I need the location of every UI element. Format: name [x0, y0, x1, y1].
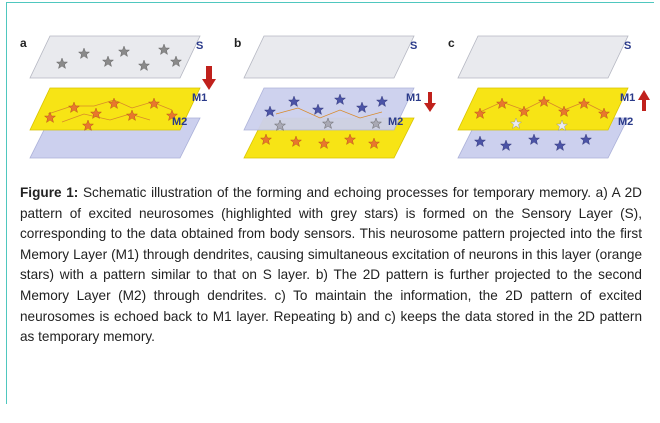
panel-letter-b: b	[234, 36, 242, 50]
layer-label-m1: M1	[192, 92, 208, 104]
panel-letter-c: c	[448, 36, 455, 50]
figure-caption: Figure 1: Schematic illustration of the …	[20, 183, 642, 348]
layer-label-m2: M2	[172, 116, 188, 128]
panel-c-diagram	[457, 35, 650, 159]
caption-label: Figure 1:	[20, 185, 79, 200]
layer-label-s: S	[410, 40, 418, 52]
layer-label-m1: M1	[620, 92, 636, 104]
blue-stars	[473, 133, 593, 151]
panel-c: c S M1	[448, 22, 660, 182]
layer-label-s: S	[624, 40, 632, 52]
orange-stars	[43, 97, 179, 131]
layer-label-s: S	[196, 40, 204, 52]
grey-stars	[273, 117, 383, 131]
blue-stars	[263, 93, 389, 117]
panel-letter-a: a	[20, 36, 27, 50]
layer-label-m2: M2	[388, 116, 404, 128]
layer-label-m1: M1	[406, 92, 422, 104]
grey-stars	[55, 43, 183, 71]
caption-text: Schematic illustration of the forming an…	[20, 185, 643, 345]
panel-b-diagram	[243, 35, 436, 159]
layer-label-m2: M2	[618, 116, 634, 128]
panel-a: a	[20, 22, 232, 182]
panel-b: b S M1	[234, 22, 446, 182]
arrow-down-icon	[202, 66, 216, 90]
arrow-up-icon	[638, 90, 650, 111]
panel-a-diagram	[29, 35, 216, 159]
arrow-down-icon	[424, 92, 436, 112]
orange-stars	[473, 95, 611, 119]
orange-stars	[259, 133, 381, 149]
grey-stars	[509, 117, 569, 131]
figure-frame	[6, 2, 654, 404]
